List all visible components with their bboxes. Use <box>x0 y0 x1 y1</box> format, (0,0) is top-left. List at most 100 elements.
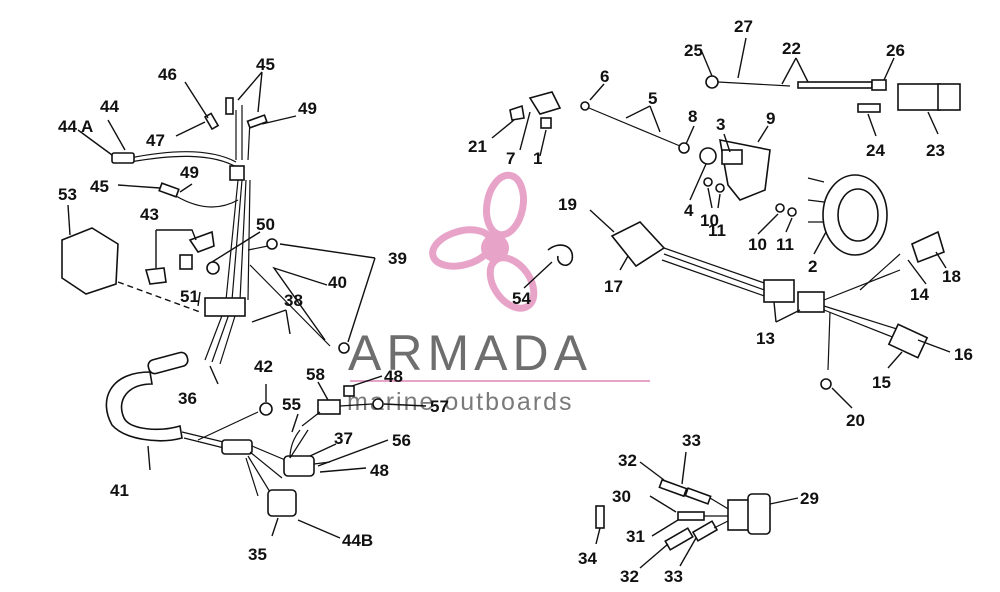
label-49a: 49 <box>298 99 317 118</box>
label-45a: 45 <box>256 55 275 74</box>
connector-23 <box>897 83 941 111</box>
connector-37 <box>283 455 315 477</box>
terminal-58 <box>317 399 341 415</box>
clamp-49 <box>229 165 245 181</box>
label-36: 36 <box>178 389 197 408</box>
label-32b: 32 <box>620 567 639 586</box>
label-16: 16 <box>954 345 973 364</box>
upper-right-components <box>509 75 961 256</box>
terminal-block <box>204 297 246 317</box>
washer-10 <box>703 177 713 187</box>
terminal-46 <box>225 97 234 115</box>
label-48a: 48 <box>384 367 403 386</box>
label-11a: 11 <box>708 221 726 240</box>
label-10a: 10 <box>700 211 719 230</box>
label-54: 54 <box>512 289 531 308</box>
label-58: 58 <box>306 365 325 384</box>
terminal-8 <box>678 142 690 154</box>
label-17: 17 <box>604 277 623 296</box>
washer-10b <box>775 203 785 213</box>
label-5: 5 <box>648 89 657 108</box>
part-labels: 1 2 3 4 5 6 7 8 9 10 10 11 11 13 14 15 1… <box>58 17 973 586</box>
sheath-41 <box>105 371 183 442</box>
terminal-45 <box>246 114 268 129</box>
bracket-43 <box>188 230 215 253</box>
label-15: 15 <box>872 373 891 392</box>
nut-11 <box>715 183 725 193</box>
bracket-9 <box>719 138 771 201</box>
label-21: 21 <box>468 137 487 156</box>
label-38: 38 <box>284 291 303 310</box>
label-22: 22 <box>782 39 801 58</box>
nut-11b <box>787 207 797 217</box>
relay-53 <box>61 227 119 295</box>
label-56: 56 <box>392 431 411 450</box>
label-35: 35 <box>248 545 267 564</box>
ring-terminal-57 <box>372 398 384 410</box>
connector-15 <box>887 323 929 359</box>
terminal-45b <box>158 182 180 198</box>
cable-22 <box>797 81 873 89</box>
bottom-right-switch <box>595 478 771 551</box>
screw-1 <box>540 117 552 129</box>
right-harness <box>547 221 945 390</box>
label-39: 39 <box>388 249 407 268</box>
label-51: 51 <box>180 287 199 306</box>
label-31: 31 <box>626 527 645 546</box>
terminal-32 <box>658 478 688 498</box>
label-48b: 48 <box>370 461 389 480</box>
watermark-tagline: marine outboards <box>347 388 574 416</box>
label-1: 1 <box>533 149 542 168</box>
label-14: 14 <box>910 285 929 304</box>
label-37: 37 <box>334 429 353 448</box>
label-27: 27 <box>734 17 753 36</box>
bracket-21 <box>509 104 525 121</box>
terminal-31 <box>677 511 705 521</box>
terminal-33 <box>684 487 712 505</box>
armada-propeller-logo <box>429 171 538 312</box>
label-3: 3 <box>716 115 725 134</box>
label-25: 25 <box>684 41 703 60</box>
grommet-36 <box>147 351 189 375</box>
label-46: 46 <box>158 65 177 84</box>
ring-terminal-39 <box>266 238 278 250</box>
label-44a: 44 A <box>58 117 93 136</box>
sleeve-13 <box>763 279 795 303</box>
label-9: 9 <box>766 109 775 128</box>
ring-25 <box>705 75 719 89</box>
label-6: 6 <box>600 67 609 86</box>
lamp-4 <box>699 147 717 165</box>
clip-43 <box>144 267 167 285</box>
label-11b: 11 <box>776 235 794 254</box>
leader-lines <box>67 37 951 569</box>
label-20: 20 <box>846 411 865 430</box>
watermark-brand: ARMADA <box>348 325 592 381</box>
label-32a: 32 <box>618 451 637 470</box>
label-44: 44 <box>100 97 119 116</box>
label-33b: 33 <box>664 567 683 586</box>
label-41: 41 <box>110 481 129 500</box>
clip-54 <box>547 244 574 267</box>
label-53: 53 <box>58 185 77 204</box>
ring-terminal-42 <box>259 402 273 416</box>
terminal-33b <box>691 520 719 542</box>
sleeve-13b <box>797 291 825 313</box>
label-23: 23 <box>926 141 945 160</box>
label-55: 55 <box>282 395 301 414</box>
label-42: 42 <box>254 357 273 376</box>
label-50: 50 <box>256 215 275 234</box>
label-34: 34 <box>578 549 597 568</box>
lower-left-harness <box>105 371 384 517</box>
terminal-32b <box>664 527 694 551</box>
screw-51 <box>179 254 193 270</box>
label-8: 8 <box>688 107 697 126</box>
upper-left-harness <box>61 97 350 375</box>
label-33a: 33 <box>682 431 701 450</box>
washer-50 <box>206 261 220 275</box>
label-30: 30 <box>612 487 631 506</box>
label-2: 2 <box>808 257 817 276</box>
connector-44a <box>111 152 135 164</box>
label-10b: 10 <box>748 235 767 254</box>
ring-terminal-38 <box>338 342 350 354</box>
